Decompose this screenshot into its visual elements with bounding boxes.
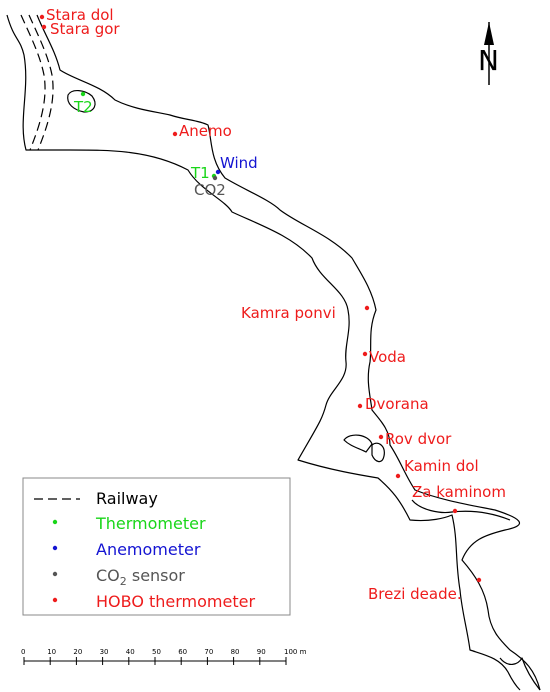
- cave-side-pocket: [67, 90, 96, 113]
- station-stara-gor-dot: [41, 24, 47, 30]
- cave-wall-east: [36, 14, 541, 691]
- scale-tick-label: 30: [100, 648, 109, 656]
- scale-tick-label: 0: [21, 648, 25, 656]
- station-kamra-ponvi-dot: [364, 305, 370, 311]
- legend-hobo-label: HOBO thermometer: [96, 592, 255, 611]
- station-anemo-dot: [172, 131, 178, 137]
- station-kamin-dol-label: Kamin dol: [404, 457, 479, 475]
- legend: Railway Thermometer Anemometer CO2 senso…: [22, 477, 291, 616]
- legend-thermometer-dot: [52, 519, 58, 525]
- station-t2-label: T2: [73, 98, 93, 116]
- station-kamin-dol-dot: [395, 473, 401, 479]
- legend-co2-rest: sensor: [127, 566, 186, 585]
- scale-tick-label: 80: [231, 648, 240, 656]
- scale-tick-label: 90: [257, 648, 266, 656]
- station-co2-dot: [212, 175, 218, 181]
- station-brezi-deade-dot: [476, 577, 482, 583]
- cave-end-fork: [499, 657, 541, 691]
- legend-hobo-dot: [52, 597, 58, 603]
- legend-co2-sub: 2: [120, 575, 127, 588]
- legend-thermometer-label: Thermometer: [95, 514, 206, 533]
- station-voda-dot: [362, 351, 368, 357]
- scale-tick-label: 40: [126, 648, 135, 656]
- station-dvorana-dot: [357, 403, 363, 409]
- legend-co2-dot: [52, 571, 58, 577]
- scale-tick-label: 60: [178, 648, 187, 656]
- north-label: N: [478, 44, 499, 77]
- stations: Stara dol Stara gor T2 Anemo Wind T1 CO2…: [39, 6, 506, 603]
- legend-box: [22, 477, 291, 616]
- cave-outline: [6, 14, 541, 691]
- cave-side-loop: [343, 434, 373, 453]
- station-stara-gor-label: Stara gor: [50, 20, 120, 38]
- railway-line-2: [28, 14, 54, 151]
- north-arrow: N: [478, 22, 499, 85]
- legend-anemometer-dot: [52, 545, 58, 551]
- station-wind-dot: [215, 169, 221, 175]
- station-t2-dot: [80, 91, 86, 97]
- station-stara-dol-dot: [39, 14, 45, 20]
- station-co2-label: CO2: [194, 181, 226, 199]
- station-kamra-ponvi-label: Kamra ponvi: [241, 304, 336, 322]
- scale-tick-label: 100 m: [284, 648, 307, 656]
- railway-line-1: [20, 14, 46, 151]
- railway: [20, 14, 54, 151]
- station-za-kaminom-label: Za kaminom: [412, 483, 506, 501]
- station-stara-dol-label: Stara dol: [46, 6, 114, 24]
- legend-co2-main: CO: [96, 566, 120, 585]
- legend-anemometer-label: Anemometer: [96, 540, 201, 559]
- station-rov-dvor-label: Rov dvor: [385, 430, 452, 448]
- scale-tick-label: 70: [204, 648, 213, 656]
- scale-bar: 0 10 20 30 40 50 60 70 80 90 100 m: [21, 648, 307, 665]
- scale-tick-label: 10: [47, 648, 56, 656]
- cave-island: [371, 442, 385, 463]
- station-anemo-label: Anemo: [179, 122, 232, 140]
- legend-railway-label: Railway: [96, 489, 158, 508]
- cave-lower-branch: [411, 499, 511, 521]
- station-t1-label: T1: [190, 164, 210, 182]
- station-voda-label: Voda: [369, 348, 406, 366]
- station-dvorana-label: Dvorana: [365, 395, 429, 413]
- station-wind-label: Wind: [220, 154, 258, 172]
- scale-tick-label: 20: [73, 648, 82, 656]
- station-rov-dvor-dot: [378, 434, 384, 440]
- station-brezi-deade-label: Brezi deade.: [368, 585, 462, 603]
- cave-wall-west: [6, 14, 521, 691]
- legend-co2-label: CO2 sensor: [96, 566, 185, 588]
- scale-tick-label: 50: [152, 648, 161, 656]
- station-za-kaminom-dot: [452, 508, 458, 514]
